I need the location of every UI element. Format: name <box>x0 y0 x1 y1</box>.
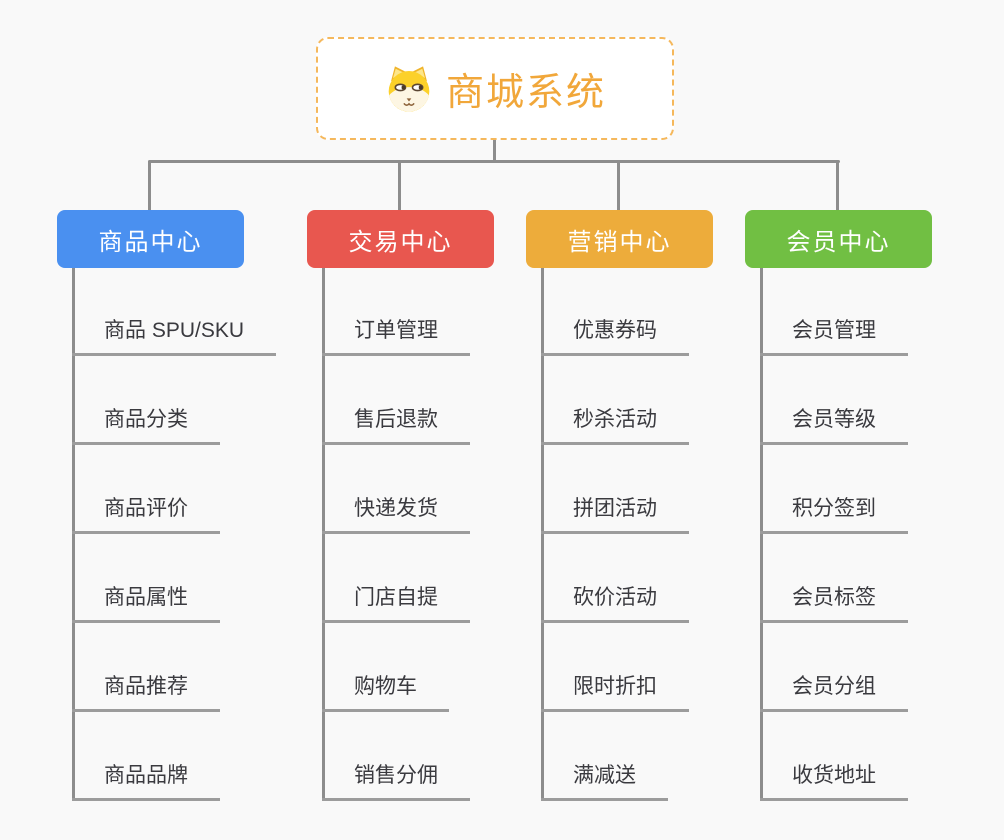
connector-drop-product <box>148 161 151 210</box>
mindmap-node[interactable]: 商品推荐 <box>72 673 220 712</box>
branch-trade-center: 交易中心 订单管理 售后退款 快递发货 门店自提 购物车 销售分佣 <box>307 210 547 801</box>
connector-drop-trade <box>398 161 401 210</box>
connector-drop-marketing <box>617 161 620 210</box>
mindmap-node[interactable]: 门店自提 <box>322 584 470 623</box>
mindmap-node[interactable]: 订单管理 <box>322 317 470 356</box>
mindmap-node[interactable]: 商品品牌 <box>72 762 220 801</box>
branch-item-list: 商品 SPU/SKU 商品分类 商品评价 商品属性 商品推荐 商品品牌 <box>72 268 277 801</box>
branch-trunk-line <box>72 268 75 801</box>
mindmap-node[interactable]: 会员等级 <box>760 406 908 445</box>
mindmap-node[interactable]: 收货地址 <box>760 762 908 801</box>
branch-marketing-center: 营销中心 优惠券码 秒杀活动 拼团活动 砍价活动 限时折扣 满减送 <box>526 210 766 801</box>
branch-trunk-line <box>760 268 763 801</box>
mindmap-node[interactable]: 售后退款 <box>322 406 470 445</box>
root-node[interactable]: 商城系统 <box>316 37 674 140</box>
branch-member-center: 会员中心 会员管理 会员等级 积分签到 会员标签 会员分组 收货地址 <box>745 210 985 801</box>
mindmap-node[interactable]: 商品分类 <box>72 406 220 445</box>
mindmap-node[interactable]: 商品属性 <box>72 584 220 623</box>
root-title: 商城系统 <box>445 72 606 114</box>
branch-item-list: 会员管理 会员等级 积分签到 会员标签 会员分组 收货地址 <box>760 268 908 801</box>
branch-header-member-center[interactable]: 会员中心 <box>745 210 932 268</box>
mindmap-node[interactable]: 积分签到 <box>760 495 908 534</box>
mindmap-node[interactable]: 快递发货 <box>322 495 470 534</box>
branch-item-list: 订单管理 售后退款 快递发货 门店自提 购物车 销售分佣 <box>322 268 470 801</box>
branch-item-list: 优惠券码 秒杀活动 拼团活动 砍价活动 限时折扣 满减送 <box>541 268 689 801</box>
branch-header-marketing-center[interactable]: 营销中心 <box>526 210 713 268</box>
branch-trunk-line <box>541 268 544 801</box>
mindmap-node[interactable]: 砍价活动 <box>541 584 689 623</box>
connector-horizontal <box>148 160 840 163</box>
branch-header-trade-center[interactable]: 交易中心 <box>307 210 494 268</box>
branch-header-product-center[interactable]: 商品中心 <box>57 210 244 268</box>
connector-drop-member <box>836 161 839 210</box>
mindmap-node[interactable]: 会员标签 <box>760 584 908 623</box>
mindmap-node[interactable]: 销售分佣 <box>322 762 470 801</box>
mindmap-node[interactable]: 限时折扣 <box>541 673 689 712</box>
mindmap-node[interactable]: 优惠券码 <box>541 317 689 356</box>
mindmap-node[interactable]: 商品 SPU/SKU <box>72 317 277 356</box>
mindmap-node[interactable]: 拼团活动 <box>541 495 689 534</box>
shiba-dog-icon <box>388 65 430 112</box>
mindmap-node[interactable]: 秒杀活动 <box>541 406 689 445</box>
mindmap-node[interactable]: 满减送 <box>541 762 668 801</box>
branch-trunk-line <box>322 268 325 801</box>
mindmap-node[interactable]: 购物车 <box>322 673 449 712</box>
connector-root-stem <box>493 140 496 163</box>
mindmap-node[interactable]: 会员管理 <box>760 317 908 356</box>
mindmap-node[interactable]: 商品评价 <box>72 495 220 534</box>
branch-product-center: 商品中心 商品 SPU/SKU 商品分类 商品评价 商品属性 商品推荐 商品品牌 <box>57 210 297 801</box>
mindmap-node[interactable]: 会员分组 <box>760 673 908 712</box>
